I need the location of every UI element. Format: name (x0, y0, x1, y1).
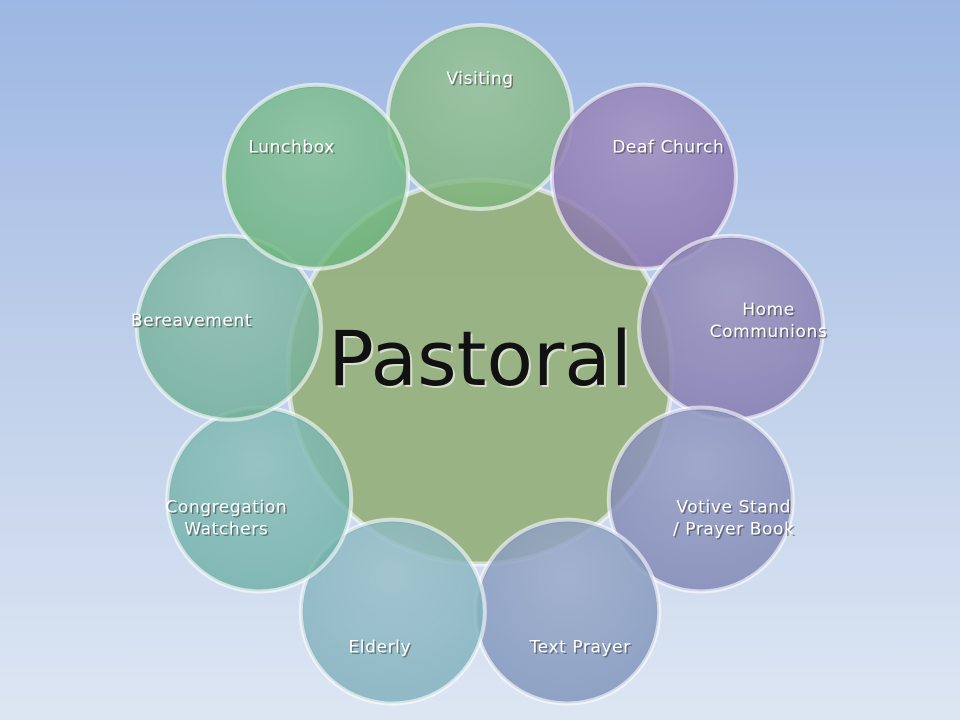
satellite-label-shadow: Lunchbox (250, 139, 336, 159)
satellite-gloss (303, 522, 482, 701)
satellite-label-shadow: Votive Stand (678, 499, 793, 519)
satellite-label: Lunchbox (249, 138, 335, 158)
satellite-label: Congregation (165, 498, 287, 518)
satellite-label-shadow: Text Prayer (530, 639, 632, 659)
satellite-label-shadow: Bereavement (132, 313, 253, 333)
satellite-gloss (642, 238, 821, 417)
satellite-label-shadow: Home (744, 302, 797, 322)
satellite-label: Visiting (446, 69, 513, 89)
satellite-label: Communions (710, 322, 828, 342)
satellite-label: Deaf Church (612, 138, 724, 158)
satellite-gloss (227, 87, 406, 266)
satellite-label: Home (742, 300, 795, 320)
satellite-label-shadow: Watchers (186, 521, 270, 541)
satellite-label-shadow: Visiting (448, 71, 515, 91)
satellite-label: Elderly (348, 637, 411, 657)
satellite-gloss (554, 87, 733, 266)
center-label: Pastoral (328, 314, 632, 403)
satellite-label: Votive Stand (676, 498, 791, 518)
satellite-gloss (139, 238, 318, 417)
satellite-gloss (611, 410, 790, 589)
satellite-label-shadow: / Prayer Book (674, 521, 796, 541)
satellite-label-shadow: Elderly (350, 639, 413, 659)
satellite-gloss (170, 410, 349, 589)
satellite-label-shadow: Congregation (167, 499, 289, 519)
center-label-glow: Pastoral (330, 316, 634, 405)
satellite-label-shadow: Communions (711, 324, 829, 344)
satellite-label-shadow: Deaf Church (614, 139, 726, 159)
satellite-label: / Prayer Book (673, 520, 795, 540)
satellite-label: Text Prayer (529, 637, 631, 657)
satellite-gloss (391, 28, 569, 206)
satellite-gloss (478, 522, 657, 701)
satellite-label: Bereavement (131, 311, 252, 331)
satellite-label: Watchers (184, 520, 268, 540)
